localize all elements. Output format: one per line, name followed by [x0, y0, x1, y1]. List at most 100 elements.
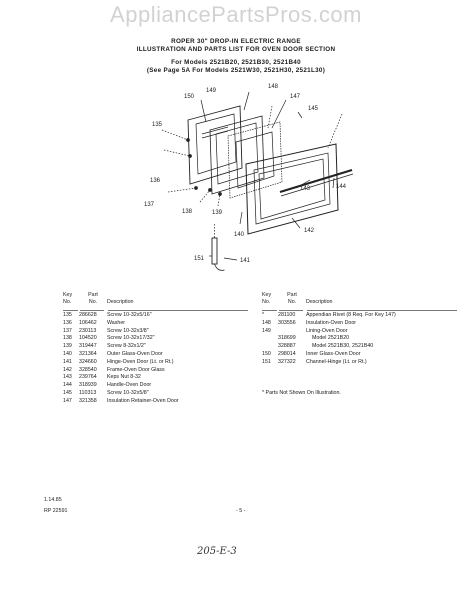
part-key: 139 — [63, 343, 72, 350]
hinge — [211, 224, 225, 271]
part-key: 138 — [63, 335, 72, 342]
part-key: 140 — [63, 350, 72, 357]
watermark: AppliancePartsPros.com — [110, 2, 362, 27]
part-number: 286628 — [79, 312, 97, 318]
col-key-header: Key No. — [63, 292, 73, 305]
part-description: Keps Nut 8-32 — [107, 374, 141, 381]
part-key: 142 — [63, 366, 72, 373]
part-key: 143 — [63, 374, 72, 381]
part-key: 147 — [63, 397, 72, 404]
part-description: Model 2521B20 — [312, 335, 350, 342]
callout-140: 140 — [234, 232, 245, 238]
part-description: Screw 10-32x17/32" — [107, 335, 155, 342]
part-number — [278, 328, 306, 336]
part-key — [262, 335, 278, 343]
handwritten-note: 205-E-3 — [197, 546, 237, 557]
part-key: 141 — [63, 358, 72, 365]
oven-door-exploded-diagram: 149 150 148 147 145 135 136 137 138 139 … — [144, 84, 354, 271]
header-models: For Models 2521B20, 2521B30, 2521B40 — [171, 59, 301, 66]
footer-form-number: RP 22591 — [44, 508, 68, 514]
table-header: Key No. Part No. Description — [63, 292, 257, 312]
header-see-page: (See Page 5A For Models 2521W30, 2521H30… — [146, 67, 326, 74]
footer-date: 1.14.85 — [44, 497, 62, 503]
part-key: 136 — [63, 319, 72, 326]
callout-135: 135 — [152, 122, 163, 128]
callout-144: 144 — [336, 184, 347, 190]
callout-143: 143 — [300, 186, 311, 192]
door-frame — [245, 143, 339, 235]
part-key: 149 — [262, 327, 271, 334]
header-rule — [279, 310, 303, 311]
part-description: Channel-Hinge (Lt. or Rt.) — [306, 358, 367, 365]
header-rule — [307, 310, 457, 311]
part-key: 148 — [262, 319, 271, 326]
part-number: 319447 — [79, 343, 97, 350]
part-number: 239764 — [79, 374, 97, 381]
part-key: 137 — [63, 327, 72, 334]
part-number: 104520 — [79, 335, 97, 342]
callout-136: 136 — [150, 178, 161, 184]
table-row: 318699 Model 2521B20 — [262, 335, 462, 343]
header-rule — [63, 310, 78, 311]
footnote: * Parts Not Shown On Illustration. — [262, 390, 341, 396]
col-key-header: Key No. — [262, 292, 272, 305]
table-row: 149 Lining-Oven Door — [262, 328, 462, 336]
callout-149: 149 — [206, 88, 217, 94]
screws — [186, 138, 222, 196]
screw-guides — [161, 105, 343, 207]
part-number: 298014 — [278, 350, 296, 357]
table-row: 139 319447 Screw 8-32x1/2" — [63, 343, 257, 351]
part-number: 327322 — [278, 358, 296, 365]
part-number: 106462 — [79, 319, 97, 326]
callout-150: 150 — [184, 94, 195, 100]
table-row: 151 327322 Channel-Hinge (Lt. or Rt.) — [262, 359, 462, 367]
callout-145: 145 — [308, 106, 319, 112]
header-subtitle: ILLUSTRATION AND PARTS LIST FOR OVEN DOO… — [136, 46, 336, 53]
part-number: 318699 — [278, 335, 296, 342]
header-rule — [262, 310, 277, 311]
insulation — [227, 121, 283, 199]
header-rule — [80, 310, 104, 311]
part-key: 135 — [63, 312, 72, 318]
table-row: 141 324660 Hinge-Oven Door (Lt. or Rt.) — [63, 359, 257, 367]
part-number: 328887 — [278, 343, 296, 350]
part-number: 324660 — [79, 358, 97, 365]
part-number: 321358 — [79, 397, 97, 404]
header-title: ROPER 30" DROP-IN ELECTRIC RANGE — [171, 38, 301, 45]
table-row: 142 328540 Frame-Oven Door Glass — [63, 367, 257, 375]
part-description: Outer Glass-Oven Door — [107, 350, 163, 357]
inner-glass — [209, 115, 265, 195]
lining-panel — [187, 105, 243, 185]
part-number: 328540 — [79, 366, 97, 373]
callout-151: 151 — [194, 256, 205, 262]
part-number: 303556 — [278, 319, 296, 326]
callout-138: 138 — [182, 209, 193, 215]
table-row: 147 321358 Insulation Retainer-Oven Door — [63, 398, 257, 406]
part-key: 151 — [262, 358, 271, 365]
part-key: 150 — [262, 350, 271, 357]
callout-147: 147 — [290, 94, 301, 100]
part-number: 230113 — [79, 327, 97, 334]
part-description: Lining-Oven Door — [306, 327, 348, 334]
col-part-header: Part No. — [88, 292, 98, 305]
part-key — [262, 343, 278, 351]
callout-148: 148 — [268, 84, 279, 90]
part-description: Handle-Oven Door — [107, 382, 152, 389]
part-description: Insulation Retainer-Oven Door — [107, 397, 179, 404]
part-description: Hinge-Oven Door (Lt. or Rt.) — [107, 358, 174, 365]
part-description: Appendian Rivet (8 Req. For Key 147) — [306, 312, 396, 318]
part-description: Frame-Oven Door Glass — [107, 366, 165, 373]
part-description: Screw 8-32x1/2" — [107, 343, 146, 350]
part-number: 110313 — [79, 389, 97, 396]
